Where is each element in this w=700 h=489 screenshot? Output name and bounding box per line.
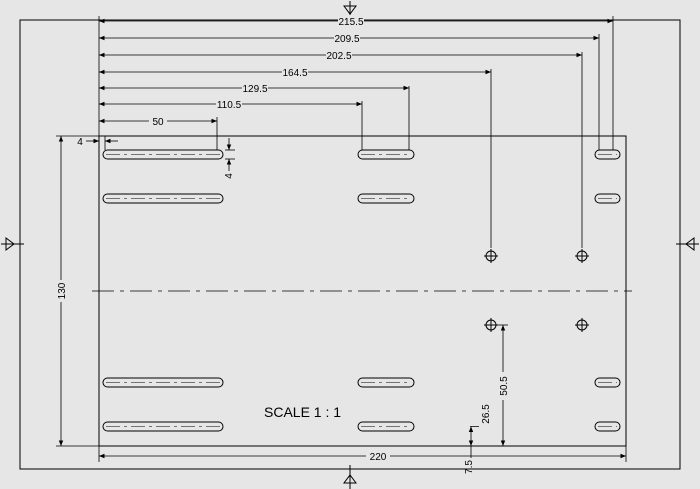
dim-bottom-offset: 7.5	[464, 460, 475, 474]
slot	[102, 421, 224, 432]
view-arrow-left-icon	[1, 237, 24, 251]
dim-215-5: 215.5	[338, 17, 363, 28]
dim-slot-width: 4	[224, 173, 235, 179]
dim-50: 50	[152, 117, 164, 128]
dim-110-5: 110.5	[217, 100, 242, 111]
extension-lines	[56, 16, 627, 462]
slot	[102, 377, 224, 388]
dim-height: 130	[57, 282, 68, 299]
slot	[594, 377, 621, 388]
dim-209-5: 209.5	[334, 34, 359, 45]
slot-centerlines	[106, 154, 617, 427]
slot	[102, 149, 224, 160]
dimension-lines	[58, 18, 626, 459]
slot	[357, 377, 415, 388]
slot	[594, 421, 621, 432]
dim-slot-row-offset: 26.5	[481, 404, 492, 424]
dim-left-offset: 4	[77, 137, 83, 148]
slot	[357, 193, 415, 204]
sheet-border	[19, 19, 681, 470]
dim-bottom-width: 220	[370, 452, 387, 463]
dim-129-5: 129.5	[242, 84, 267, 95]
slot	[102, 193, 224, 204]
dim-hole-row-offset: 50.5	[499, 376, 510, 396]
top-dimension-labels: 215.5 209.5 202.5 164.5 129.5 110.5 50	[149, 15, 364, 128]
slot	[594, 193, 621, 204]
view-arrow-bottom-icon	[343, 465, 357, 489]
slot	[357, 421, 415, 432]
slot	[357, 149, 415, 160]
dim-164-5: 164.5	[282, 68, 307, 79]
dim-202-5: 202.5	[326, 51, 351, 62]
view-arrow-right-icon	[676, 237, 699, 251]
holes	[484, 249, 589, 332]
slot	[594, 149, 621, 160]
scale-label: SCALE 1 : 1	[264, 404, 341, 420]
slots	[102, 149, 621, 432]
